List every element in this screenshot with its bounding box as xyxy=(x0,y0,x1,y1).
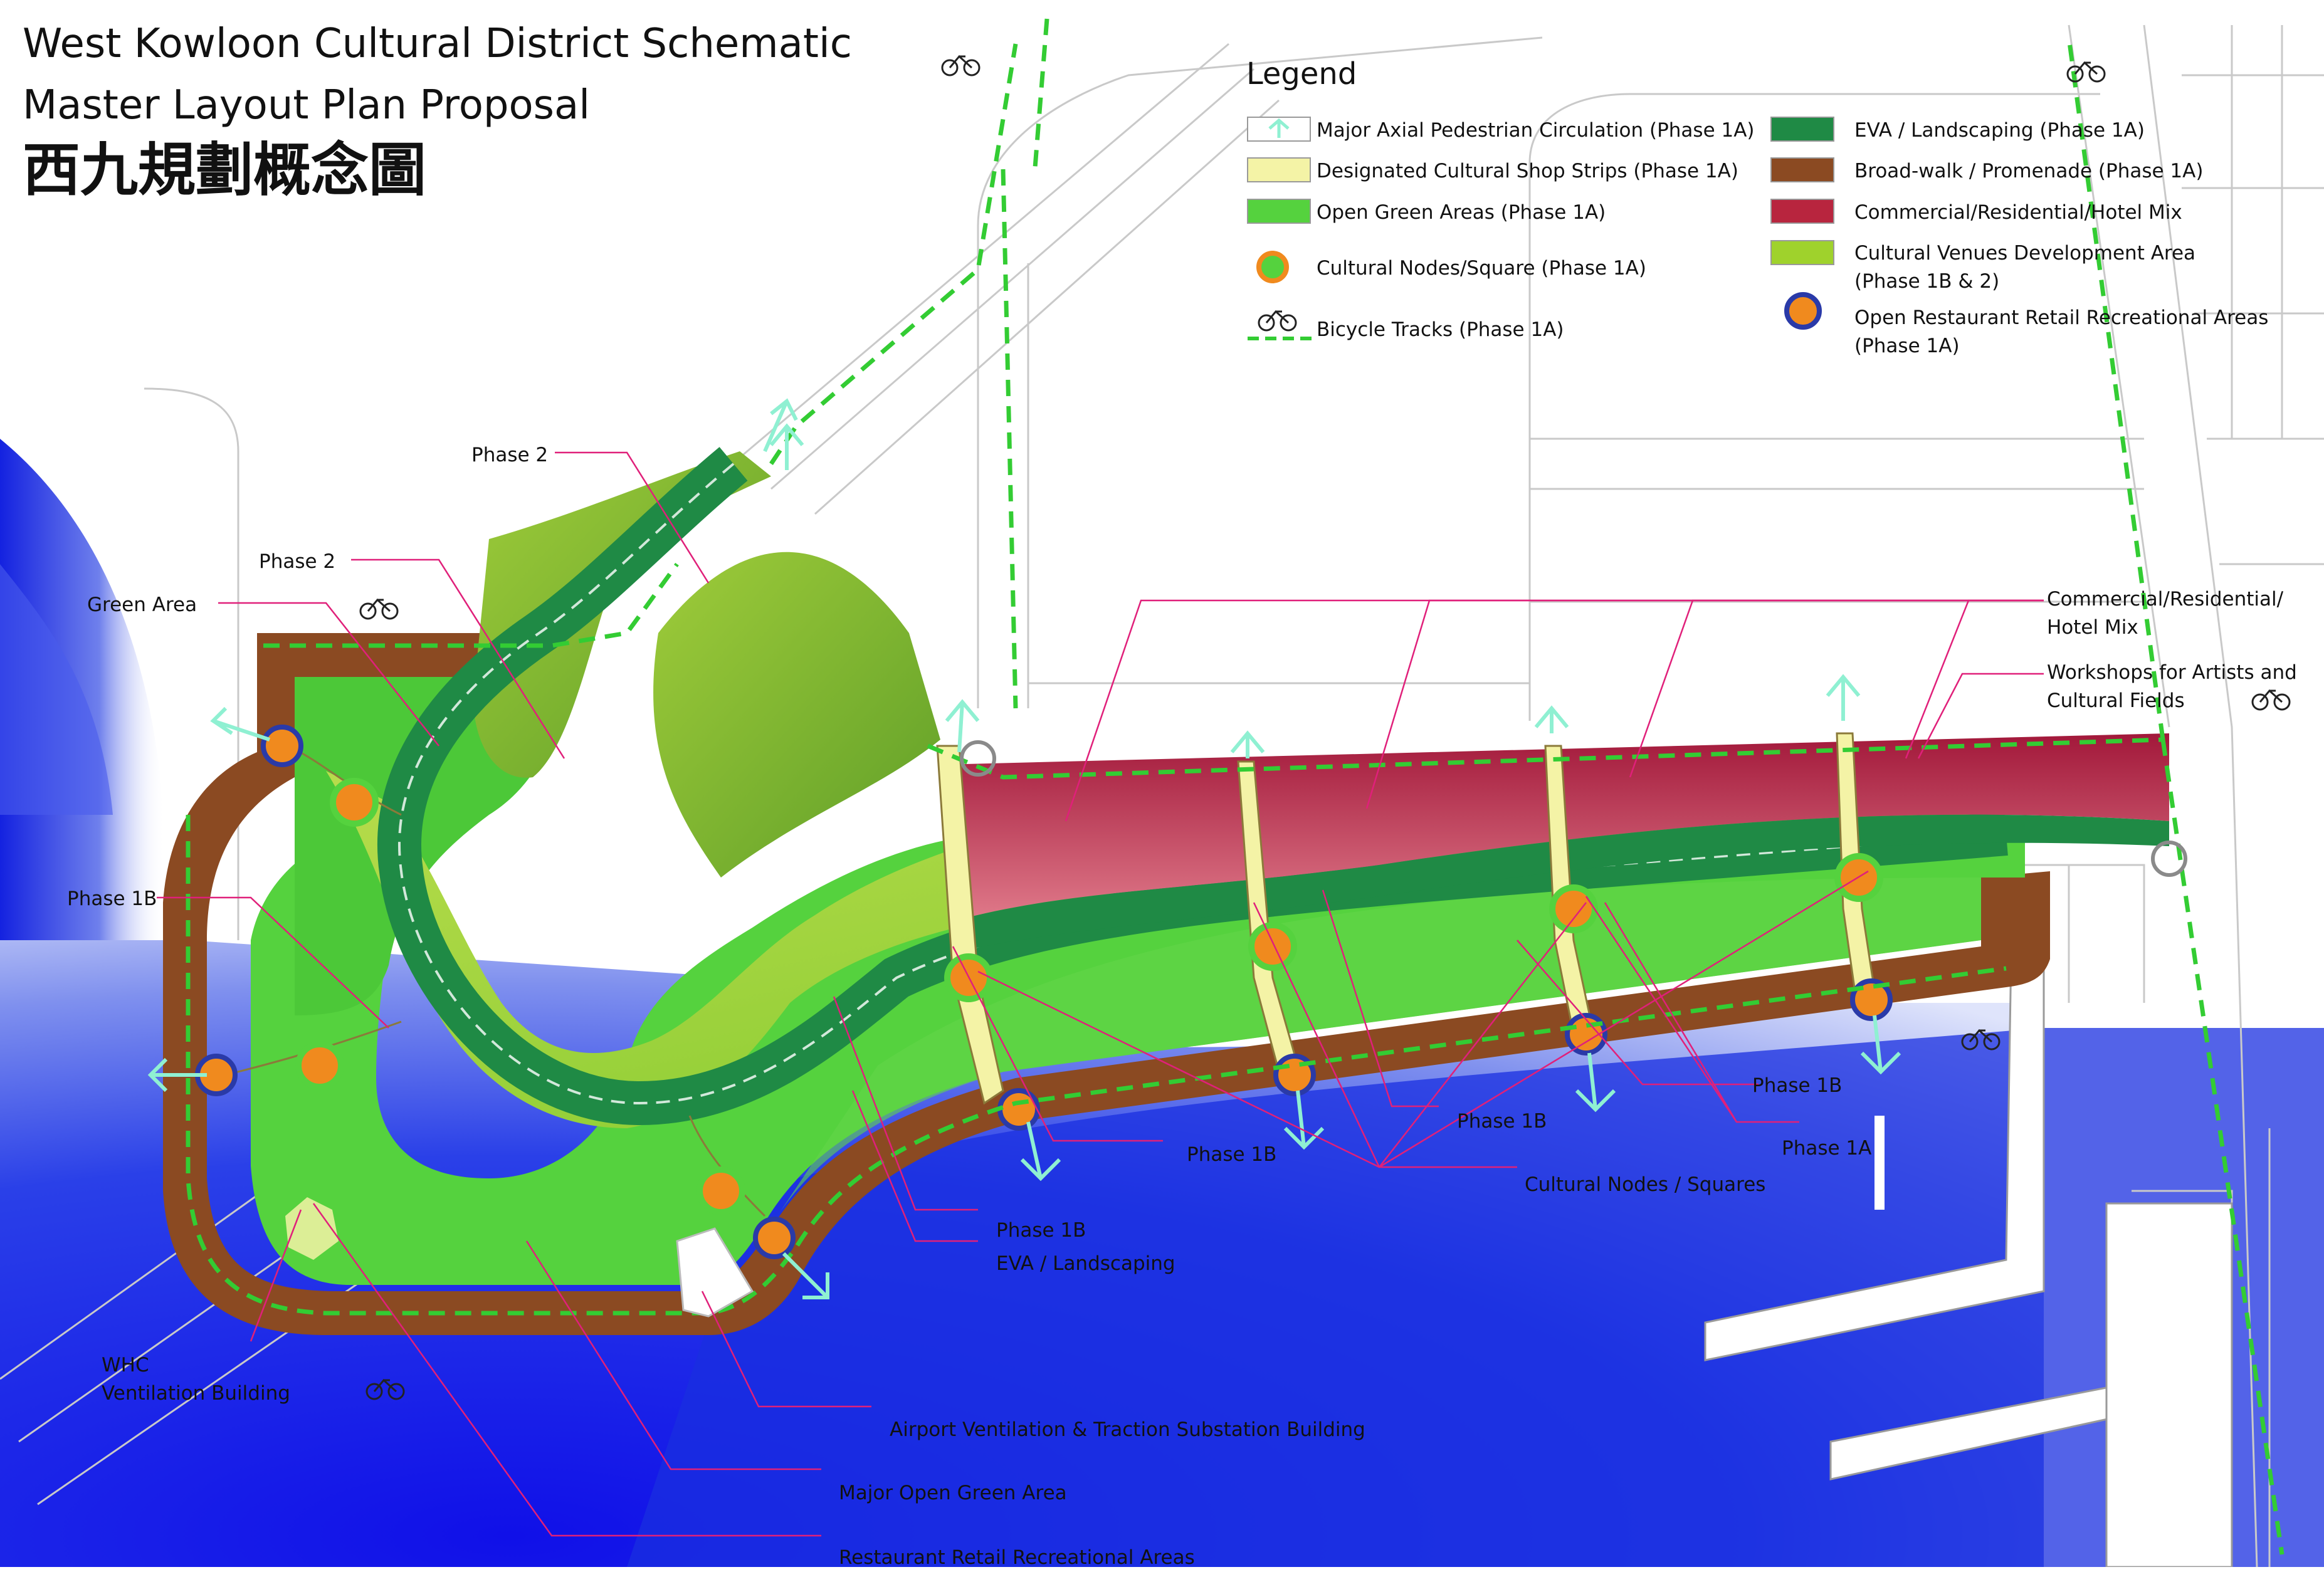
legend-symbols xyxy=(1247,117,1834,340)
legend-open-green-swatch xyxy=(1247,199,1311,224)
restaurant-node xyxy=(1850,978,1893,1021)
callout-commercial-line2: Hotel Mix xyxy=(2047,616,2138,639)
map-title-chinese: 西九規劃概念圖 xyxy=(23,137,427,204)
legend-promenade-swatch xyxy=(1770,157,1834,182)
callout-cultural-nodes: Cultural Nodes / Squares xyxy=(1525,1173,1766,1196)
legend-bicycle-icon xyxy=(1248,310,1317,340)
pedestrian-arrow xyxy=(1283,1090,1325,1150)
pedestrian-arrow xyxy=(1020,1121,1061,1182)
restaurant-node xyxy=(753,1217,796,1259)
legend-commercial-swatch xyxy=(1770,199,1834,224)
airport-ventilation-building xyxy=(676,1227,754,1318)
street-network xyxy=(0,24,2324,1567)
legend-heading: Legend xyxy=(1246,56,1357,92)
callout-phase1b-middle: Phase 1B xyxy=(1187,1143,1277,1166)
callout-whc-line1: WHC xyxy=(102,1354,149,1376)
callout-major-open-green: Major Open Green Area xyxy=(839,1482,1067,1504)
pedestrian-arrow xyxy=(1575,1052,1616,1113)
callout-leader-lines xyxy=(157,451,2044,1537)
callout-phase1a-right: Phase 1A xyxy=(1782,1137,1872,1160)
pedestrian-arrow xyxy=(1860,1015,1901,1075)
pedestrian-arrow xyxy=(147,1057,207,1093)
pedestrian-arrow xyxy=(1230,730,1265,758)
harbour-water xyxy=(0,439,2324,1567)
ring-markers xyxy=(960,740,2187,877)
bicycle-icons xyxy=(359,55,2291,1400)
callout-workshops-line1: Workshops for Artists and xyxy=(2047,661,2297,684)
legend-cultural-venue-swatch xyxy=(1770,240,1834,265)
bicycle-icon xyxy=(1961,1029,2001,1051)
legend-label-open-green: Open Green Areas (Phase 1A) xyxy=(1317,201,1606,224)
pedestrian-arrow xyxy=(945,699,980,753)
callout-green-area: Green Area xyxy=(87,594,197,616)
whc-ventilation-building xyxy=(285,1197,339,1260)
bicycle-icon xyxy=(2066,61,2106,83)
callout-eva-landscaping: EVA / Landscaping xyxy=(996,1252,1175,1275)
cultural-node xyxy=(330,778,379,827)
pedestrian-arrow xyxy=(210,706,270,741)
pedestrian-axis-arrows xyxy=(147,398,1901,1299)
callout-phase1b-low: Phase 1B xyxy=(996,1219,1086,1242)
bicycle-icon xyxy=(365,1378,405,1400)
callout-workshops-line2: Cultural Fields xyxy=(2047,689,2185,712)
callout-phase2-lower: Phase 2 xyxy=(259,550,336,573)
legend-shop-strip-swatch xyxy=(1247,157,1311,182)
callout-commercial-line1: Commercial/Residential/ xyxy=(2047,588,2284,610)
ventilation-buildings xyxy=(285,1197,754,1318)
cultural-node xyxy=(295,1041,344,1090)
map-title-line2: Master Layout Plan Proposal xyxy=(23,82,590,128)
bicycle-icon xyxy=(2251,689,2291,711)
legend-label-restaurant-phase: (Phase 1A) xyxy=(1854,335,1960,357)
legend-eva-swatch xyxy=(1770,117,1834,142)
bicycle-icon xyxy=(359,598,399,620)
cultural-node xyxy=(697,1166,745,1215)
legend-pedestrian-arrow-icon xyxy=(1247,117,1311,142)
cultural-node xyxy=(1248,922,1297,971)
legend-label-commercial: Commercial/Residential/Hotel Mix xyxy=(1854,201,2182,224)
legend-label-shop-strip: Designated Cultural Shop Strips (Phase 1… xyxy=(1317,160,1738,182)
legend-label-promenade: Broad-walk / Promenade (Phase 1A) xyxy=(1854,160,2204,182)
legend-label-restaurant: Open Restaurant Retail Recreational Area… xyxy=(1854,307,2269,329)
pedestrian-arrow xyxy=(763,398,798,453)
legend-label-eva: EVA / Landscaping (Phase 1A) xyxy=(1854,119,2145,142)
bicycle-track xyxy=(186,18,2285,1555)
cultural-node-markers xyxy=(295,778,1883,1215)
legend-label-cultural-venue-phase: (Phase 1B & 2) xyxy=(1854,270,2000,293)
callout-phase1b-right1: Phase 1B xyxy=(1752,1074,1843,1097)
legend-restaurant-icon xyxy=(1784,292,1822,330)
restaurant-node xyxy=(261,725,303,767)
pedestrian-arrow xyxy=(1534,705,1569,733)
legend-label-cultural-node: Cultural Nodes/Square (Phase 1A) xyxy=(1317,257,1646,280)
callout-airport-ventilation: Airport Ventilation & Traction Substatio… xyxy=(890,1418,1365,1441)
callout-restaurant-retail: Restaurant Retail Recreational Areas xyxy=(839,1546,1195,1569)
callout-phase1b-left: Phase 1B xyxy=(67,888,157,910)
cultural-node xyxy=(1549,884,1598,933)
bicycle-icon xyxy=(941,55,981,76)
callout-phase1b-right2: Phase 1B xyxy=(1457,1110,1547,1133)
legend-label-pedestrian: Major Axial Pedestrian Circulation (Phas… xyxy=(1317,119,1755,142)
pedestrian-arrow xyxy=(782,1252,829,1299)
legend-cultural-node-icon xyxy=(1256,251,1289,283)
legend-label-cultural-venue: Cultural Venues Development Area xyxy=(1854,242,2196,265)
callout-whc-line2: Ventilation Building xyxy=(102,1382,290,1405)
pedestrian-arrow xyxy=(1826,674,1861,721)
callout-phase2-upper: Phase 2 xyxy=(471,444,549,466)
legend-label-bicycle: Bicycle Tracks (Phase 1A) xyxy=(1317,318,1564,341)
restaurant-node xyxy=(997,1088,1040,1131)
pedestrian-arrow xyxy=(769,423,804,470)
map-title-line1: West Kowloon Cultural District Schematic xyxy=(23,21,852,67)
